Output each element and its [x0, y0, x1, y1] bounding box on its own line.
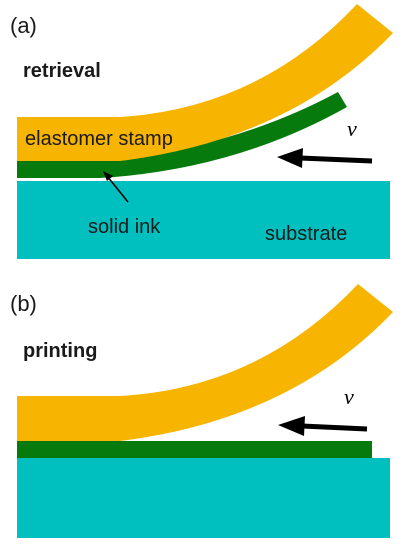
panel-b-velocity-arrow-head	[278, 416, 305, 436]
panel-a-velocity-arrow-head	[277, 148, 303, 168]
panel-a-title: retrieval	[23, 60, 101, 82]
panel-a-stamp-label: elastomer stamp	[25, 128, 173, 150]
panel-a-label: (a)	[10, 13, 37, 38]
panel-a-ink-pointer-line	[106, 175, 129, 203]
panel-a-velocity-label: v	[347, 116, 357, 141]
panel-b: (b) printing v	[10, 284, 393, 538]
panel-b-title: printing	[23, 340, 97, 362]
panel-b-label: (b)	[10, 291, 37, 316]
panel-a-ink-label: solid ink	[88, 216, 161, 238]
panel-b-substrate	[17, 458, 390, 538]
panel-a-elastomer-stamp	[17, 4, 393, 161]
panel-a-substrate-label: substrate	[265, 223, 347, 245]
panel-a-solid-ink-layer	[17, 92, 347, 178]
panel-a-velocity-arrow-shaft	[299, 155, 373, 164]
panel-b-elastomer-stamp	[17, 284, 393, 441]
panel-b-solid-ink-layer	[17, 441, 372, 458]
panel-a: (a) retrieval elastomer stamp solid ink …	[10, 4, 393, 259]
panel-b-velocity-label: v	[344, 384, 354, 409]
panel-a-substrate	[17, 181, 390, 259]
panel-a-ink-pointer-head	[103, 171, 113, 181]
panel-b-velocity-arrow-shaft	[301, 423, 368, 432]
